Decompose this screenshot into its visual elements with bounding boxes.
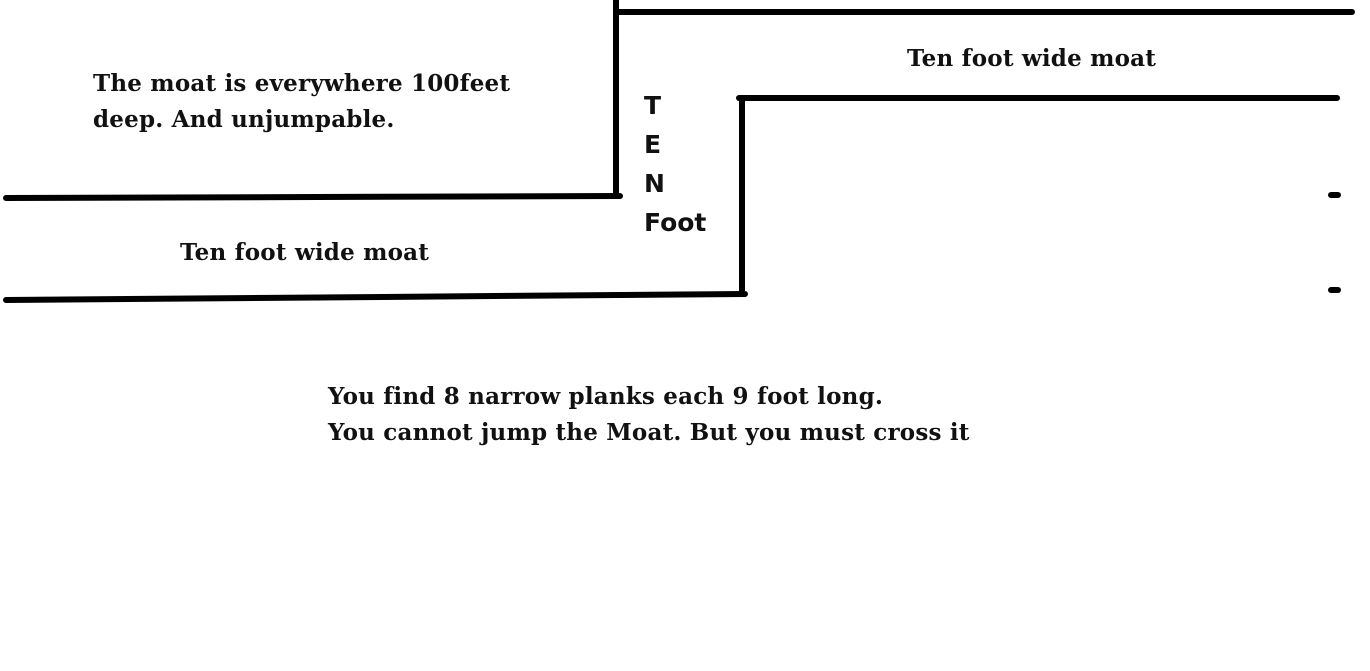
instructions: You find 8 narrow planks each 9 foot lon… — [328, 379, 970, 451]
vertical-letter: N — [644, 169, 665, 198]
inner-bottom-wall — [3, 291, 748, 303]
note-line: deep. And unjumpable. — [93, 106, 395, 133]
lower-moat-label: Ten foot wide moat — [180, 239, 430, 266]
upper-moat-label: Ten foot wide moat — [907, 45, 1157, 72]
outer-left-wall — [3, 193, 623, 201]
ten-foot-vertical-label: T E N Foot — [644, 86, 706, 242]
moat-note: The moat is everywhere 100feet deep. And… — [93, 60, 510, 144]
vertical-letter: T — [644, 91, 662, 120]
instruction-line: You cannot jump the Moat. But you must c… — [328, 419, 970, 446]
vertical-letter: Foot — [644, 208, 707, 237]
instruction-line: You find 8 narrow planks each 9 foot lon… — [328, 383, 884, 410]
note-line: The moat is everywhere 100feet — [93, 70, 511, 97]
vertical-letter: E — [644, 130, 662, 159]
